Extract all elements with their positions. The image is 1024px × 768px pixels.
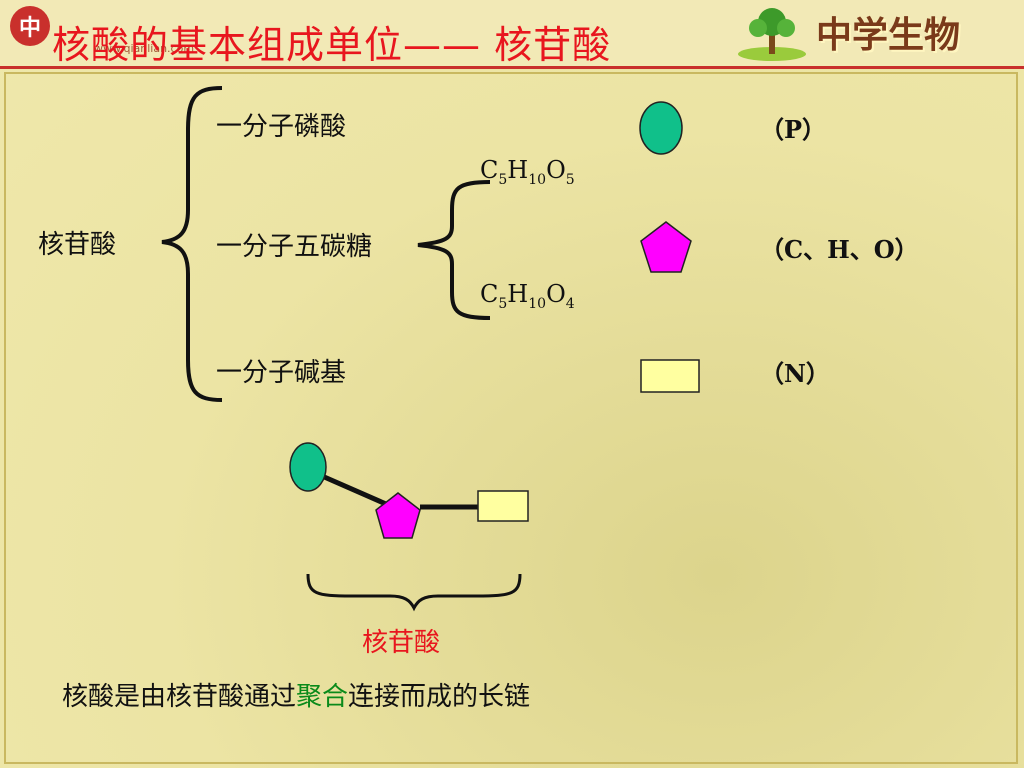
element-sugar: （C、H、O）	[760, 235, 919, 264]
component-label-sugar: 一分子五碳糖	[216, 232, 373, 262]
conclusion-highlight: 聚合	[296, 682, 349, 712]
main-brace-icon	[161, 86, 223, 402]
model-brace-icon	[306, 573, 522, 612]
component-label-phosphate: 一分子磷酸	[216, 112, 347, 142]
content-frame	[4, 72, 1018, 764]
model-phosphate-ellipse	[289, 442, 327, 492]
header-band	[0, 0, 1024, 68]
brand-logo-text: 中学生物	[816, 15, 961, 56]
model-sugar-pentagon	[375, 492, 421, 539]
sugar-brace-icon	[417, 180, 491, 320]
formula-ribose: C5H10O5	[480, 156, 575, 188]
page-title: 核酸的基本组成单位—— 核苷酸	[52, 23, 612, 67]
sugar-pentagon	[640, 221, 692, 273]
tree-icon	[738, 8, 806, 61]
nucleotide-model-label: 核苷酸	[362, 628, 441, 658]
root-label: 核苷酸	[38, 230, 117, 260]
publisher-logo-icon: 中	[10, 6, 50, 46]
element-phosphate: （P）	[760, 115, 827, 144]
conclusion-sentence: 核酸是由核苷酸通过聚合连接而成的长链	[62, 682, 531, 712]
header-divider	[0, 66, 1024, 69]
formula-deoxyribose: C5H10O4	[480, 280, 575, 312]
model-base-rectangle	[477, 490, 529, 522]
base-rectangle	[640, 359, 700, 393]
phosphate-ellipse	[639, 101, 683, 155]
element-base: （N）	[760, 359, 830, 388]
phosphate-sugar-bond	[320, 473, 388, 507]
logo-url: www.qianlian.com	[94, 42, 195, 55]
component-label-base: 一分子碱基	[216, 358, 347, 388]
